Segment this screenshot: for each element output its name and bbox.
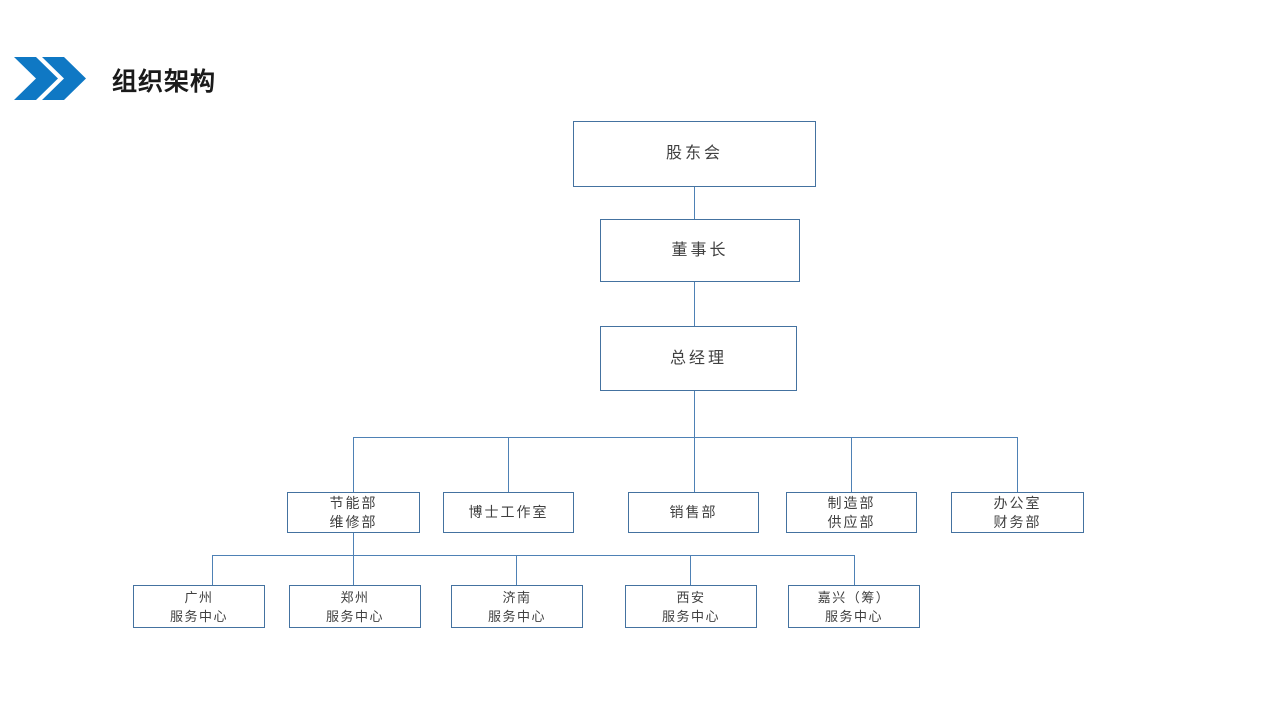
node-label-line2: 服务中心 (824, 608, 883, 624)
drop-dept-sales (694, 437, 695, 492)
node-dept-energy[interactable]: 节能部 维修部 (287, 492, 420, 533)
drop-center-xian (690, 555, 691, 585)
node-label-line2: 供应部 (827, 513, 876, 530)
node-shareholders[interactable]: 股东会 (573, 121, 816, 187)
node-label-line1: 总经理 (669, 349, 727, 367)
node-dept-doctor-studio[interactable]: 博士工作室 (443, 492, 574, 533)
edge-dept-energy-bus (353, 533, 354, 555)
node-label-line1: 节能部 (329, 494, 378, 511)
node-label-line1: 制造部 (827, 494, 876, 511)
node-label-line1: 销售部 (669, 504, 718, 520)
drop-center-guangzhou (212, 555, 213, 585)
node-label-line2: 维修部 (329, 513, 378, 530)
node-dept-sales[interactable]: 销售部 (628, 492, 759, 533)
bus-departments (353, 437, 1018, 438)
node-dept-manufacturing[interactable]: 制造部 供应部 (786, 492, 917, 533)
drop-dept-doctor-studio (508, 437, 509, 492)
node-label-line2: 服务中心 (487, 608, 546, 624)
drop-dept-office (1017, 437, 1018, 492)
drop-center-jiaxing (854, 555, 855, 585)
node-center-zhengzhou[interactable]: 郑州 服务中心 (289, 585, 421, 628)
edge-general-manager-bus (694, 391, 695, 438)
slide-header: 组织架构 (0, 0, 1280, 130)
double-chevron-right-icon (14, 57, 86, 100)
drop-center-zhengzhou (353, 555, 354, 585)
drop-center-jinan (516, 555, 517, 585)
edge-chairman-general-manager (694, 282, 695, 326)
node-label-line1: 办公室 (993, 494, 1042, 511)
node-center-xian[interactable]: 西安 服务中心 (625, 585, 757, 628)
node-label-line1: 西安 (676, 589, 706, 605)
node-dept-office[interactable]: 办公室 财务部 (951, 492, 1084, 533)
node-label-line1: 广州 (184, 589, 214, 605)
drop-dept-energy (353, 437, 354, 492)
node-label-line2: 服务中心 (325, 608, 384, 624)
node-label-line2: 财务部 (993, 513, 1042, 530)
node-center-jiaxing[interactable]: 嘉兴（筹） 服务中心 (788, 585, 920, 628)
node-center-jinan[interactable]: 济南 服务中心 (451, 585, 583, 628)
node-label-line1: 济南 (502, 589, 532, 605)
node-label-line1: 董事长 (671, 241, 729, 259)
node-label-line1: 股东会 (665, 145, 723, 162)
node-label-line2: 服务中心 (169, 608, 228, 624)
node-label-line1: 博士工作室 (468, 504, 549, 520)
node-general-manager[interactable]: 总经理 (600, 326, 797, 391)
drop-dept-manufacturing (851, 437, 852, 492)
bus-service-centers (212, 555, 855, 556)
page-title: 组织架构 (112, 68, 217, 96)
node-label-line1: 郑州 (340, 589, 370, 605)
node-label-line1: 嘉兴（筹） (817, 589, 891, 605)
node-center-guangzhou[interactable]: 广州 服务中心 (133, 585, 265, 628)
edge-shareholders-chairman (694, 187, 695, 219)
node-chairman[interactable]: 董事长 (600, 219, 800, 282)
node-label-line2: 服务中心 (661, 608, 720, 624)
